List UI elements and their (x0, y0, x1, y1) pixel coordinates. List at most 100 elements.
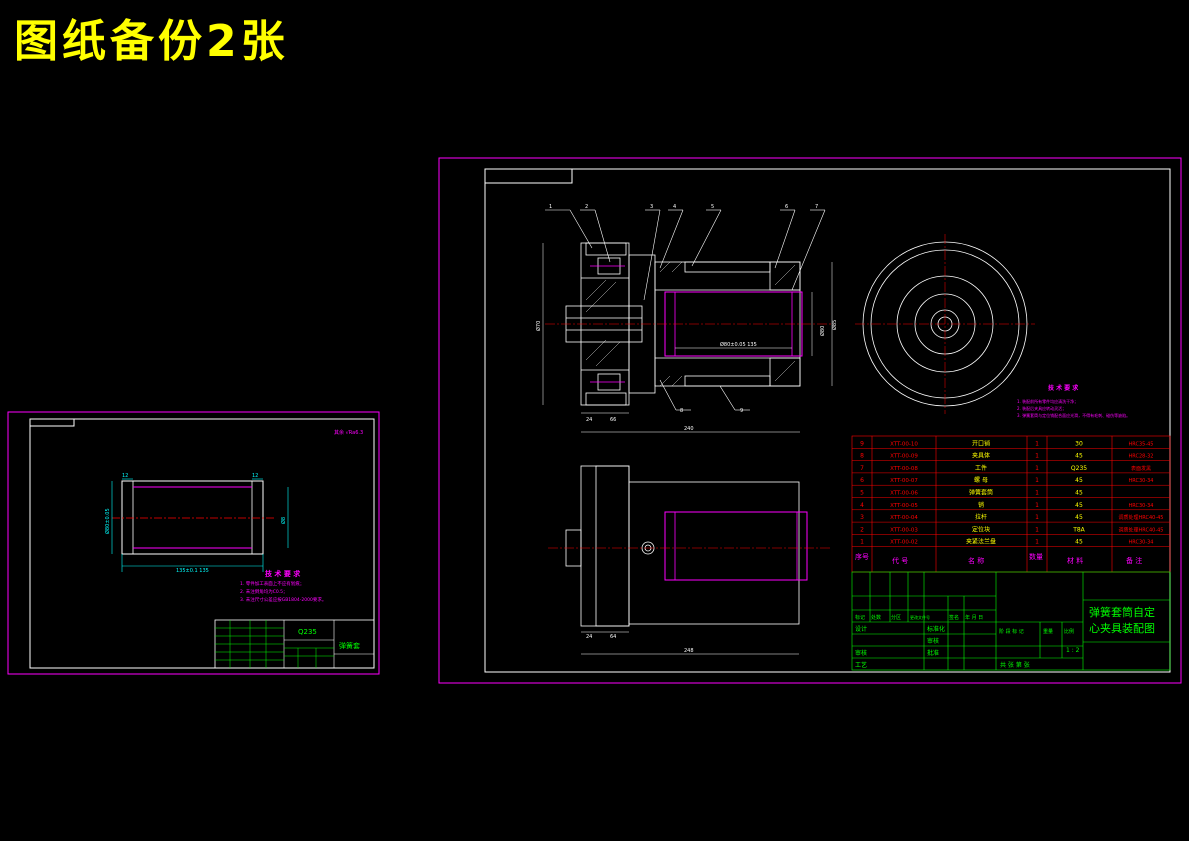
bom-cell-material: 45 (1075, 502, 1083, 509)
bom-cell-qty: 1 (1035, 490, 1039, 497)
tb-label-mark: 标记 (855, 614, 865, 621)
left-note-2: 2. 未注倒角均为C0.5； (240, 588, 288, 595)
left-width-dim-a: 12 (122, 473, 128, 479)
tb-design: 设计 (855, 625, 867, 633)
main-dim-b1: 24 (586, 417, 592, 423)
main-sheet-border (438, 157, 1182, 684)
bom-cell-material: 30 (1075, 440, 1083, 447)
left-corner-box (29, 418, 75, 427)
left-bore-dim: Ø8 (280, 517, 287, 524)
bom-cell-no: 9 (860, 440, 864, 447)
tb-label-count: 处数 (871, 614, 881, 621)
balloon-6: 6 (785, 204, 788, 210)
bom-cell-qty: 1 (1035, 465, 1039, 472)
bom-cell-name: 弹簧套筒 (969, 489, 993, 497)
bom-cell-material: 45 (1075, 453, 1083, 460)
bom-cell-code: XTT-00-02 (890, 540, 918, 546)
main-right-dia-1: Ø80 (819, 326, 826, 336)
main-inner-frame (484, 168, 1171, 673)
bom-cell-code: XTT-00-06 (890, 491, 918, 497)
bom-cell-no: 4 (860, 502, 864, 509)
balloon-2: 2 (585, 204, 588, 210)
balloon-9: 9 (740, 408, 743, 414)
left-tb-material: Q235 (298, 628, 317, 636)
title-line-1: 弹簧套筒自定 (1089, 605, 1155, 619)
balloon-5: 5 (711, 204, 714, 210)
main-dim-total: 240 (684, 426, 694, 432)
bom-cell-code: XTT-00-07 (890, 478, 918, 484)
balloon-3: 3 (650, 204, 653, 210)
main-note-1: 1. 装配前所有零件均应清洗干净； (1017, 398, 1078, 404)
tb-weight-label: 重量 (1043, 628, 1053, 635)
bom-cell-no: 6 (860, 477, 864, 484)
main-dim-ctotal: 248 (684, 648, 694, 654)
end-view (855, 234, 1035, 414)
bom-cell-name: 工件 (975, 464, 987, 472)
bom-cell-note: HRC28-32 (1128, 454, 1153, 460)
bom-cell-material: Q235 (1071, 465, 1087, 472)
left-roughness-note: 其余 √Ra6.3 (334, 429, 363, 436)
left-title-block: Q235 弹簧套 (214, 619, 375, 669)
bom-cell-no: 3 (860, 514, 864, 521)
tb-review: 审核 (855, 649, 867, 657)
bom-cell-code: XTT-00-05 (890, 503, 918, 509)
left-diameter-dim: Ø80±0.05 (104, 508, 111, 534)
bom-header-note: 备 注 (1126, 556, 1142, 565)
left-sheet-border (7, 411, 380, 675)
main-bore-dim: Ø80±0.05 135 (720, 341, 757, 348)
bom-cell-code: XTT-00-09 (890, 454, 918, 460)
tb-label-zone: 分区 (891, 614, 901, 621)
bom-cell-name: 螺 母 (974, 476, 988, 484)
balloon-1: 1 (549, 204, 552, 210)
tb-scale: 1 : 2 (1066, 647, 1080, 654)
main-right-dia-2: Ø85 (831, 320, 838, 330)
main-left-dia: Ø70 (535, 321, 542, 331)
main-sheet: Ø70 Ø80±0.05 135 Ø80 Ø85 24 66 240 1 2 3… (438, 157, 1182, 684)
main-corner-box (484, 168, 573, 184)
bom-cell-material: 45 (1075, 490, 1083, 497)
bom-cell-qty: 1 (1035, 526, 1039, 533)
bom-cell-no: 1 (860, 539, 864, 546)
bom-cell-note: 表面发黑 (1131, 465, 1151, 472)
left-tb-part-name: 弹簧套 (339, 641, 360, 650)
left-note-3: 3. 未注尺寸公差应按GB1804-2000要求。 (240, 596, 326, 603)
bom-cell-qty: 1 (1035, 477, 1039, 484)
left-width-dim-b: 12 (252, 473, 258, 479)
bom-cell-name: 开口销 (972, 439, 990, 447)
bom-header-name: 名 称 (968, 556, 984, 565)
bom-cell-qty: 1 (1035, 502, 1039, 509)
bom-cell-name: 夹紧法兰盘 (966, 538, 996, 546)
bom-header-no: 序号 (855, 552, 869, 561)
left-length-dim: 135±0.1 135 (176, 568, 209, 574)
left-note-1: 1. 零件加工表面上不应有划痕； (240, 580, 304, 587)
tb-label-change-doc: 更改文件号 (910, 614, 930, 620)
main-dim-c2: 64 (610, 634, 616, 640)
bom-cell-code: XTT-00-10 (890, 441, 918, 447)
bom-cell-no: 5 (860, 490, 864, 497)
main-note-3: 3. 弹簧套筒与定位销配合面应光滑，不得有毛刺、碰伤等缺陷。 (1017, 412, 1130, 418)
bom-cell-material: 45 (1075, 477, 1083, 484)
tb-label-date: 年 月 日 (965, 614, 983, 621)
bom-cell-qty: 1 (1035, 440, 1039, 447)
balloon-4: 4 (673, 204, 676, 210)
left-sheet: 其余 √Ra6.3 135±0.1 135 12 12 Ø80±0.05 Ø8 … (7, 411, 380, 675)
balloon-7: 7 (815, 204, 818, 210)
bom-cell-code: XTT-00-03 (890, 527, 918, 533)
main-notes-title: 技 术 要 求 (1048, 384, 1079, 392)
bom-header-qty: 数量 (1029, 552, 1043, 561)
title-line-2: 心夹具装配图 (1089, 622, 1155, 635)
bom-cell-code: XTT-00-08 (890, 466, 918, 472)
bom-cell-note: HRC30-34 (1128, 540, 1153, 546)
assembly-front-view (548, 465, 830, 655)
bom-header-material: 材 料 (1067, 556, 1083, 565)
headline: 图纸备份2张 (14, 16, 289, 67)
bom-cell-note: HRC30-34 (1128, 478, 1153, 484)
bom-cell-name: 夹具体 (972, 452, 990, 460)
tb-stage-label: 阶 段 标 记 (999, 628, 1024, 635)
bom-cell-note: HRC30-34 (1128, 503, 1153, 509)
part-balloons (545, 209, 826, 411)
bom-cell-name: 拉杆 (975, 513, 987, 521)
assembly-section-view (542, 242, 833, 433)
main-dim-c1: 24 (586, 634, 592, 640)
main-dim-b2: 66 (610, 417, 616, 423)
